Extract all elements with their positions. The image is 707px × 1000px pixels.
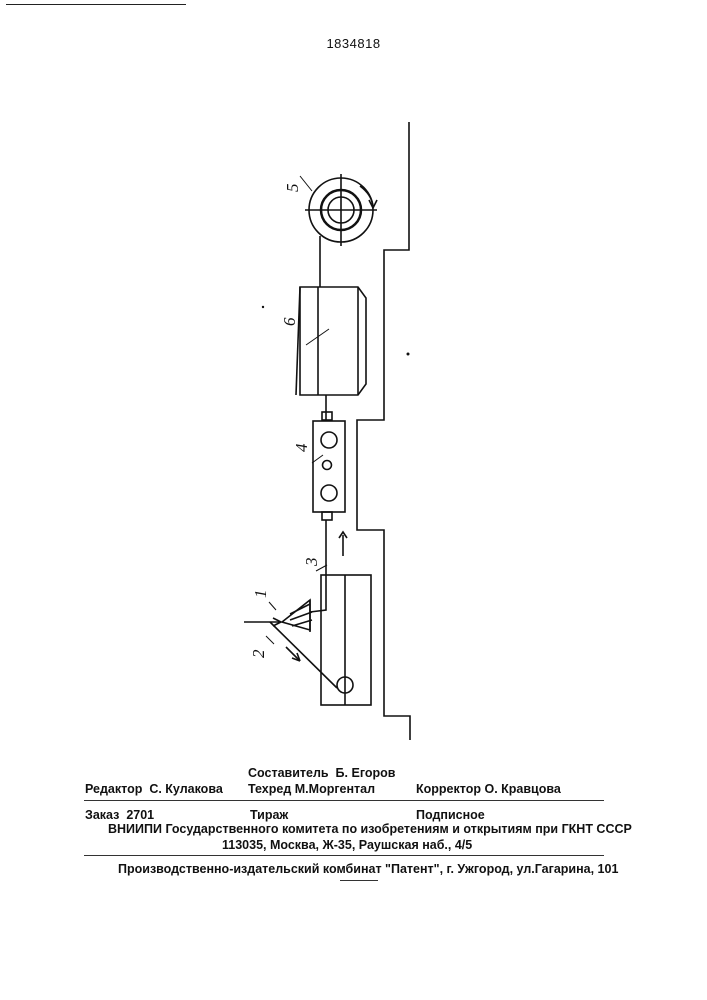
unit-6 [296, 287, 366, 395]
corrector-line: Корректор О. Кравцова [416, 782, 561, 796]
label-2: 2 [249, 649, 268, 658]
inclined-strip [270, 622, 337, 688]
label-6: 6 [280, 317, 299, 326]
editor-line: Редактор С. Кулакова [85, 782, 223, 796]
order-line: Заказ 2701 [85, 808, 154, 822]
coupling-lower [322, 512, 332, 520]
label-1: 1 [251, 590, 270, 599]
drum-5 [305, 174, 377, 246]
label-3: 3 [302, 558, 321, 568]
unit-4 [313, 421, 345, 512]
label-5: 5 [283, 184, 302, 193]
frame-outline [357, 122, 410, 740]
techred-line: Техред М.Моргентал [248, 782, 375, 796]
separator-line-1 [84, 800, 604, 801]
address-line: 113035, Москва, Ж-35, Раушская наб., 4/5 [222, 838, 472, 852]
unit-3 [282, 575, 371, 705]
publisher-underline [340, 880, 378, 881]
compiler-line: Составитель Б. Егоров [248, 766, 395, 780]
technical-drawing: 5 6 4 3 1 2 [0, 0, 707, 760]
speck [407, 353, 410, 356]
speck-2 [262, 306, 264, 308]
subscription-label: Подписное [416, 808, 485, 822]
publisher-line: Производственно-издательский комбинат "П… [118, 862, 618, 876]
separator-line-2 [84, 855, 604, 856]
circulation-label: Тираж [250, 808, 288, 822]
vniipi-line: ВНИИПИ Государственного комитета по изоб… [108, 822, 632, 836]
coupling-upper [322, 412, 332, 420]
label-4: 4 [292, 443, 311, 452]
